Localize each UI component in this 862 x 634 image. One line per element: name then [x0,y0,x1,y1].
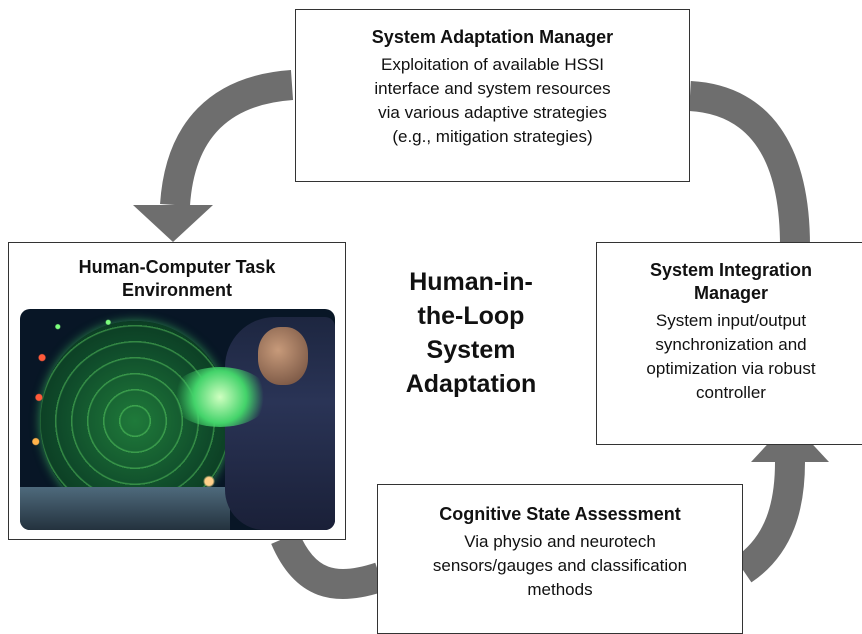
description-line: (e.g., mitigation strategies) [392,127,593,146]
title-line: Human-Computer Task [78,257,276,277]
arrowhead-into-hct [133,205,213,242]
box-title: Cognitive State Assessment [439,504,681,524]
description-line: controller [696,383,766,402]
box-description: System input/output synchronization and … [607,309,855,405]
human-computer-task-environment-box: Human-Computer Task Environment [8,242,346,540]
description-line: Exploitation of available HSSI [380,55,605,74]
description-line: methods [527,580,593,599]
system-adaptation-manager-box: System Adaptation Manager Exploitation o… [295,9,690,182]
description-line: optimization via robust [646,359,816,378]
console-lights [20,309,335,530]
system-integration-manager-box: System Integration Manager System input/… [596,242,862,445]
box-description: Exploitation of available HSSI interface… [310,53,675,149]
box-title: Human-Computer Task Environment [17,256,337,302]
center-title-line: Human-in- [409,268,533,296]
arrow-hct-to-csa [271,531,385,599]
control-room-photo [20,309,335,530]
box-title: System Integration Manager [607,259,855,305]
arrow-csa-to-sim [734,461,805,583]
arrow-sim-to-sam [688,81,810,247]
description-line: synchronization and [655,335,807,354]
description-line: interface and system resources [374,79,611,98]
description-line: sensors/gauges and classification [432,556,688,575]
description-line: System input/output [655,311,807,330]
description-line: via various adaptive strategies [378,103,607,122]
center-title-line: System [426,336,516,364]
box-title: System Adaptation Manager [371,27,614,47]
description-line: Via physio and neurotech [464,532,656,551]
arrow-sam-to-hct [160,70,294,207]
center-title-line: the-Loop [417,302,525,330]
title-line: Environment [121,280,232,300]
box-description: Via physio and neurotech sensors/gauges … [388,530,732,602]
cognitive-state-assessment-box: Cognitive State Assessment Via physio an… [377,484,743,634]
center-title-line: Adaptation [405,370,537,398]
title-line: System Integration [649,260,813,280]
center-title: Human-in- the-Loop System Adaptation [372,265,570,401]
title-line: Manager [693,283,769,303]
